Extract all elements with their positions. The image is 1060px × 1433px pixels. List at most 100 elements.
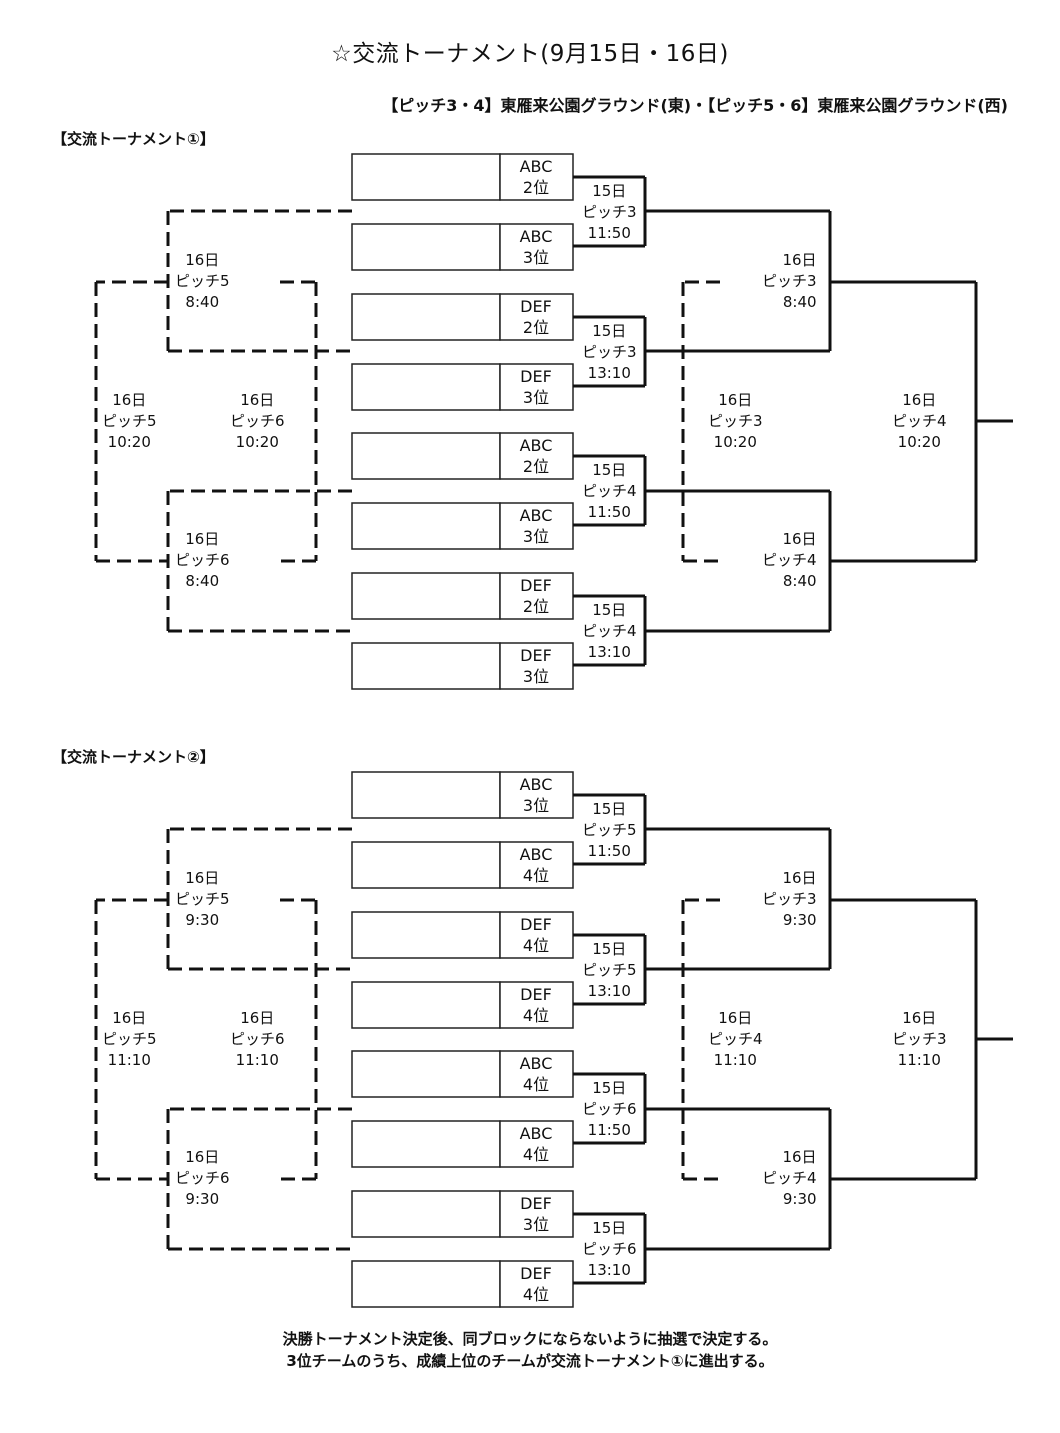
team-name-field[interactable] xyxy=(353,574,499,618)
team-name-field[interactable] xyxy=(353,1262,499,1306)
seed-box xyxy=(499,771,574,819)
match-time: 11:50 xyxy=(587,224,631,242)
match-pitch: ピッチ6 xyxy=(230,1030,285,1048)
match-pitch: ピッチ6 xyxy=(582,1240,637,1258)
seed-box xyxy=(499,432,574,480)
match-time: 11:10 xyxy=(897,1051,941,1069)
seed-group: ABC xyxy=(519,1124,553,1143)
seed-rank: 4位 xyxy=(522,936,550,955)
team-name-field[interactable] xyxy=(353,773,499,817)
match-pitch: ピッチ5 xyxy=(175,890,230,908)
team-name-field[interactable] xyxy=(353,1192,499,1236)
team-name-field[interactable] xyxy=(353,225,499,269)
seed-rank: 2位 xyxy=(522,457,550,476)
team-name-field[interactable] xyxy=(353,983,499,1027)
match-time: 8:40 xyxy=(782,572,817,590)
match-time: 10:20 xyxy=(107,433,151,451)
match-day: 16日 xyxy=(185,869,220,887)
seed-group: DEF xyxy=(520,1264,552,1283)
seed-label: ABC 2位 xyxy=(500,156,572,198)
match-pitch: ピッチ3 xyxy=(582,203,637,221)
match-day: 15日 xyxy=(592,1079,627,1097)
team-name-field[interactable] xyxy=(353,365,499,409)
team-name-field[interactable] xyxy=(353,843,499,887)
team-slot-box xyxy=(351,841,501,889)
seed-rank: 3位 xyxy=(522,527,550,546)
seed-group: DEF xyxy=(520,1194,552,1213)
match-time: 10:20 xyxy=(897,433,941,451)
match-time: 9:30 xyxy=(782,911,817,929)
seed-group: DEF xyxy=(520,985,552,1004)
seed-group: ABC xyxy=(519,1054,553,1073)
seed-rank: 3位 xyxy=(522,1215,550,1234)
team-name-field[interactable] xyxy=(353,913,499,957)
seed-box xyxy=(499,363,574,411)
seed-rank: 4位 xyxy=(522,1075,550,1094)
match-time: 11:50 xyxy=(587,842,631,860)
team-slot-box xyxy=(351,771,501,819)
match-time: 9:30 xyxy=(185,1190,220,1208)
seed-box xyxy=(499,642,574,690)
seed-group: ABC xyxy=(519,775,553,794)
match-pitch: ピッチ6 xyxy=(175,551,230,569)
match-day: 16日 xyxy=(185,1148,220,1166)
match-pitch: ピッチ5 xyxy=(582,821,637,839)
consolation-semi-match: 16日ピッチ5 9:30 xyxy=(175,868,230,931)
match-time: 9:30 xyxy=(185,911,220,929)
seed-group: DEF xyxy=(520,915,552,934)
footer-note-1: 決勝トーナメント決定後、同ブロックにならないように抽選で決定する。 xyxy=(282,1330,778,1348)
team-slot-box xyxy=(351,432,501,480)
seed-rank: 4位 xyxy=(522,1006,550,1025)
match-pitch: ピッチ6 xyxy=(230,412,285,430)
match-time: 11:10 xyxy=(713,1051,757,1069)
match-day: 16日 xyxy=(112,1009,147,1027)
team-slot-box xyxy=(351,153,501,201)
match-pitch: ピッチ4 xyxy=(762,551,817,569)
team-name-field[interactable] xyxy=(353,434,499,478)
match-time: 10:20 xyxy=(235,433,279,451)
page-title: ☆交流トーナメント(9月15日・16日) xyxy=(331,41,729,67)
match-pitch: ピッチ3 xyxy=(762,272,817,290)
team-name-field[interactable] xyxy=(353,155,499,199)
seed-rank: 3位 xyxy=(522,388,550,407)
footer-note-2: 3位チームのうち、成績上位のチームが交流トーナメント①に進出する。 xyxy=(286,1352,774,1370)
team-name-field[interactable] xyxy=(353,1122,499,1166)
match-day: 16日 xyxy=(782,251,817,269)
seed-rank: 2位 xyxy=(522,178,550,197)
seed-box xyxy=(499,841,574,889)
seed-rank: 3位 xyxy=(522,796,550,815)
team-slot-box xyxy=(351,1190,501,1238)
team-slot-box xyxy=(351,363,501,411)
match-day: 16日 xyxy=(240,391,275,409)
seed-group: DEF xyxy=(520,297,552,316)
match-day: 15日 xyxy=(592,461,627,479)
team-name-field[interactable] xyxy=(353,504,499,548)
seed-group: ABC xyxy=(519,157,553,176)
team-name-field[interactable] xyxy=(353,1052,499,1096)
match-time: 13:10 xyxy=(587,982,631,1000)
seed-group: ABC xyxy=(519,227,553,246)
team-slot-box xyxy=(351,502,501,550)
match-time: 9:30 xyxy=(782,1190,817,1208)
consolation-final-match: 16日ピッチ6 10:20 xyxy=(230,390,285,453)
match-time: 13:10 xyxy=(587,364,631,382)
seed-box xyxy=(499,1190,574,1238)
team-name-field[interactable] xyxy=(353,295,499,339)
team-slot-box xyxy=(351,911,501,959)
